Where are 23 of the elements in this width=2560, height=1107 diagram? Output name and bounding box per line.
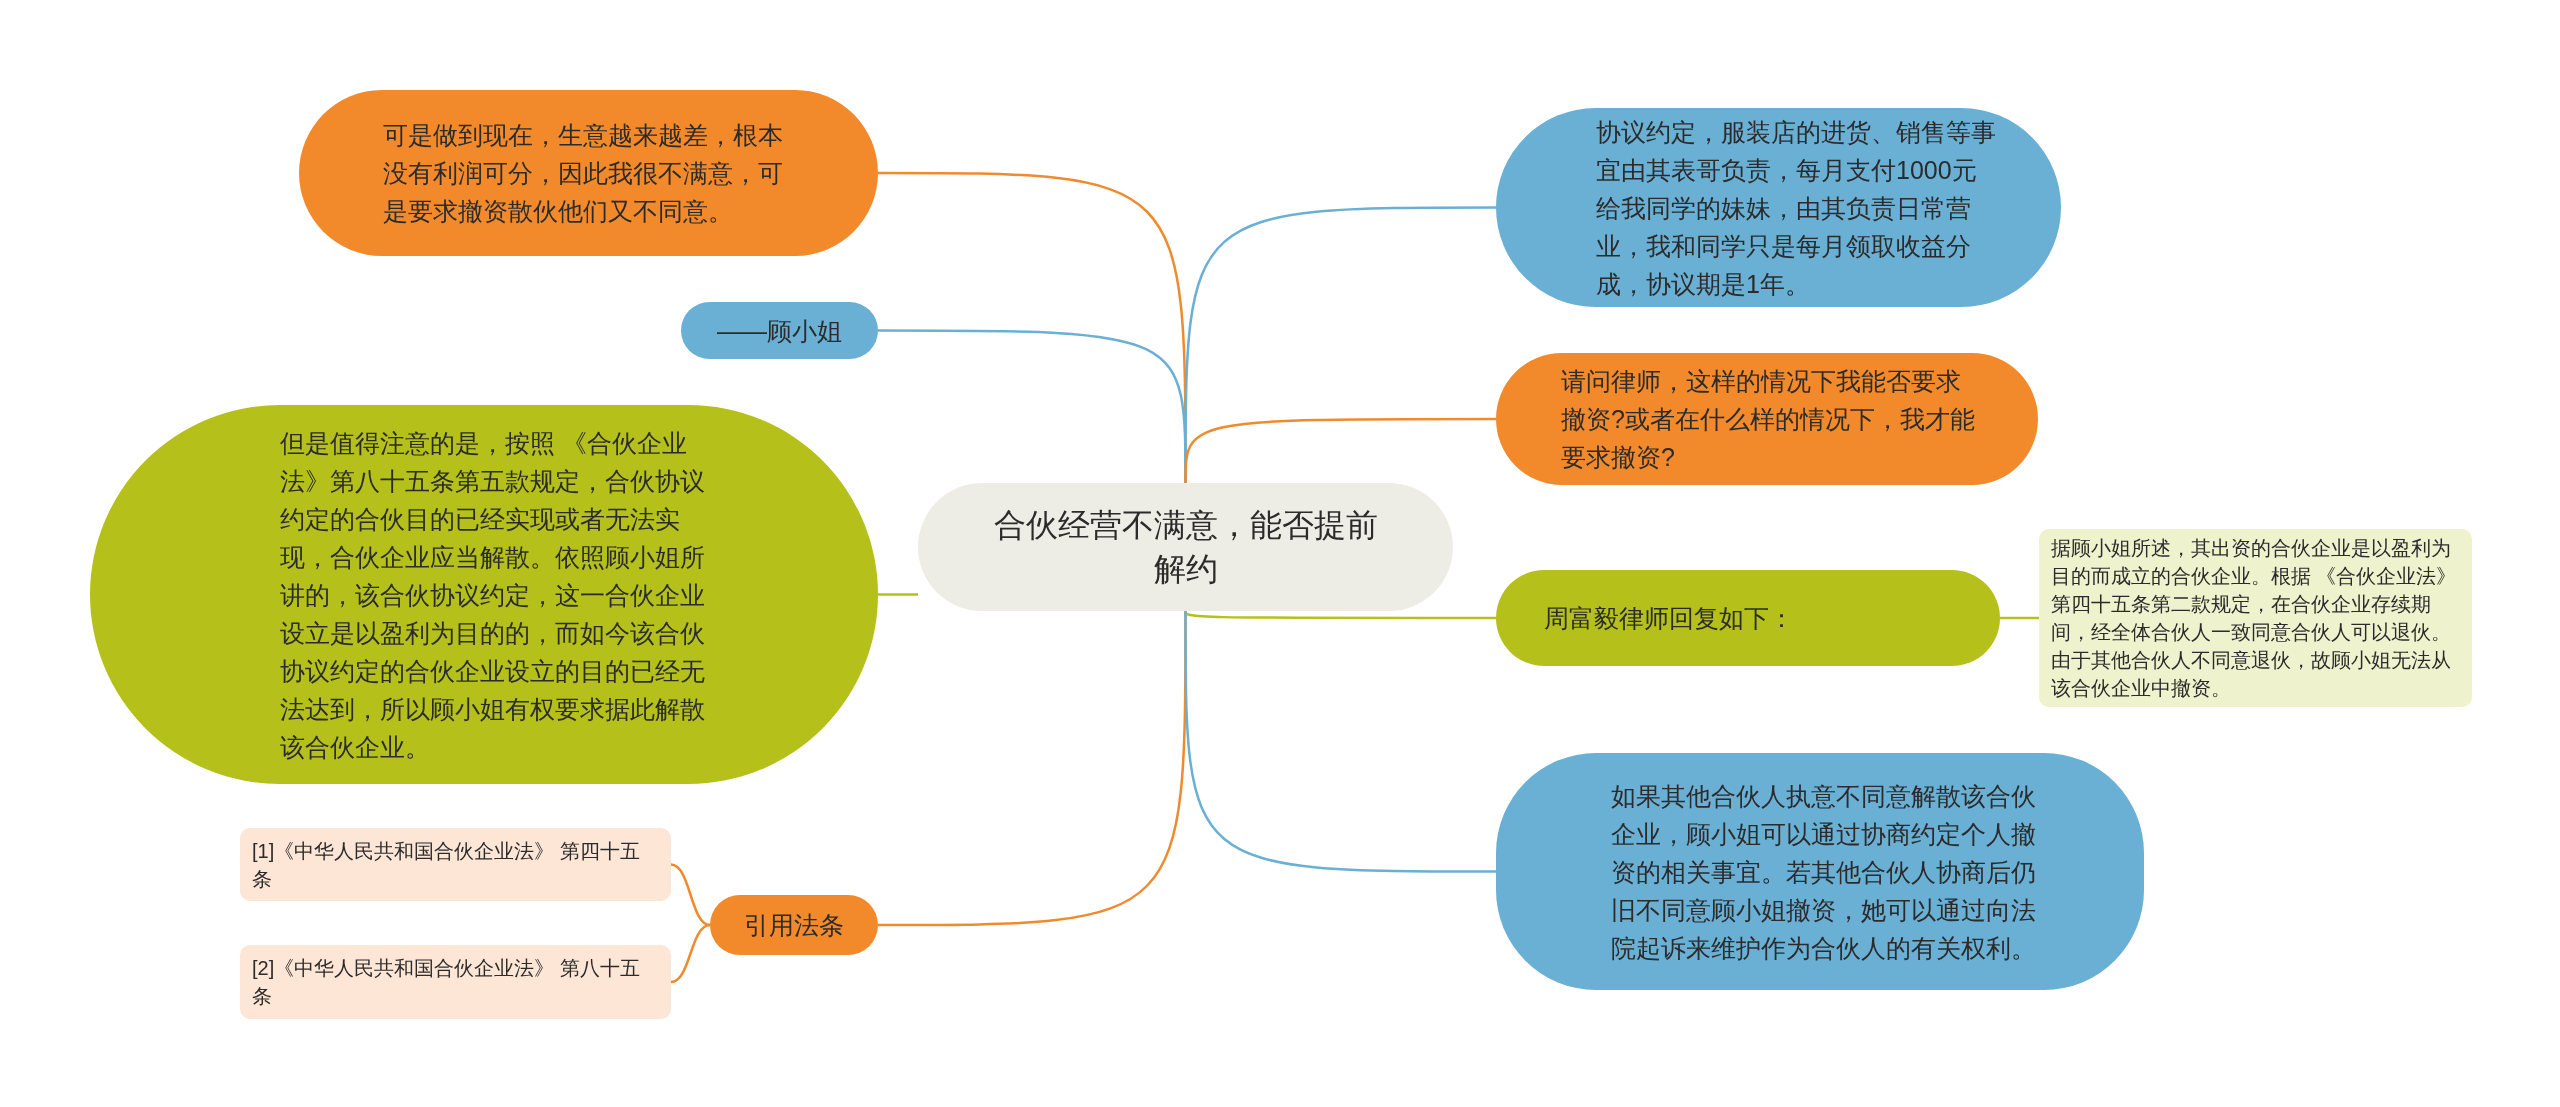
note-text: 据顾小姐所述，其出资的合伙企业是以盈利为目的而成立的合伙企业。根据 《合伙企业法》第四十五条第二款规定，在合伙企业存续期间，经全体合伙人一致同意合伙人可以退伙。由于其他合伙人不同意退伙，故顾小姐无法从该合伙企业中撤资。 xyxy=(2051,536,2458,701)
citation-box xyxy=(240,945,671,1019)
topic-text: 但是值得注意的是，按照 《合伙企业法》第八十五条第五款规定，合伙协议约定的合伙目的已经实现或者无法实现，合伙企业应当解散。依照顾小姐所讲的，该合伙协议约定，这一合伙企业设立是以盈利为目的的，而如今该合伙协议约定的合伙企业设立的目的已经无法达到，所以顾小姐有权要求据此解散该合伙企业。 xyxy=(280,427,706,763)
topic-text: 协议约定，服装店的进货、销售等事宜由其表哥负责，每月支付1000元给我同学的妹妹，由其负责日常营业，我和同学只是每月领取收益分成，协议期是1年。 xyxy=(1596,116,1997,300)
connector-line xyxy=(878,593,918,596)
citation-box xyxy=(240,828,671,901)
connector-line xyxy=(1184,611,1496,873)
connector-line xyxy=(2000,616,2039,620)
topic-bubble xyxy=(681,302,878,359)
topic-bubble xyxy=(710,895,878,955)
citation-text: [1]《中华人民共和国合伙企业法》 第四十五条 xyxy=(252,838,641,892)
topic-text: 合伙经营不满意，能否提前解约 xyxy=(992,506,1379,589)
topic-text: 可是做到现在，生意越来越差，根本没有利润可分，因此我很不满意，可是要求撤资散伙他们又不同意。 xyxy=(383,120,784,227)
topic-text: 如果其他合伙人执意不同意解散该合伙企业，顾小姐可以通过协商约定个人撤资的相关事宜。若其他合伙人协商后仍旧不同意顾小姐撤资，她可以通过向法院起诉来维护作为合伙人的有关权利。 xyxy=(1611,780,2037,964)
topic-text: 请问律师，这样的情况下我能否要求撤资?或者在什么样的情况下，我才能要求撤资? xyxy=(1561,366,1976,473)
connector-line xyxy=(1184,417,1496,483)
connector-line xyxy=(670,923,711,984)
connector-line xyxy=(670,863,711,927)
topic-text: 周富毅律师回复如下： xyxy=(1544,603,1794,634)
connector-line xyxy=(1184,610,1496,620)
topic-text: 引用法条 xyxy=(744,910,844,941)
topic-text: ——顾小姐 xyxy=(717,315,842,347)
citation-text: [2]《中华人民共和国合伙企业法》 第八十五条 xyxy=(252,956,641,1009)
